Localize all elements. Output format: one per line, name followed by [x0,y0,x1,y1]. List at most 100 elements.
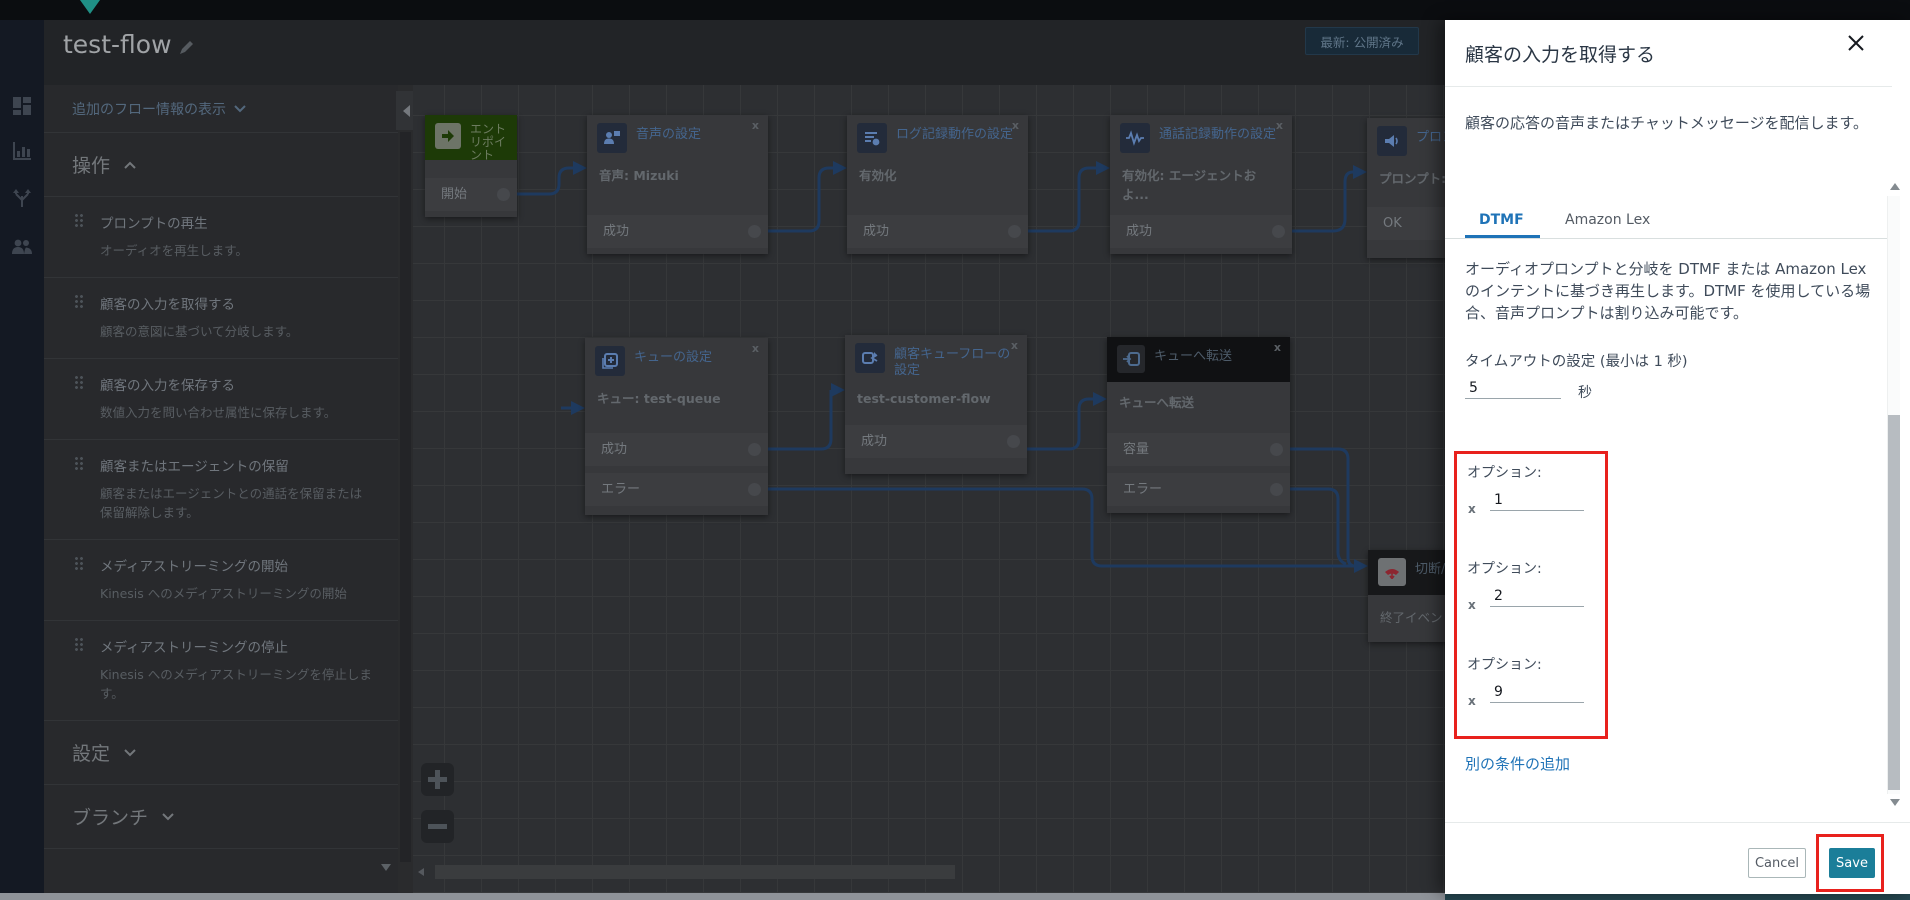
add-condition-link[interactable]: 別の条件の追加 [1465,755,1571,773]
sidebar-scrollbar[interactable] [398,85,413,893]
connector-port[interactable] [748,224,761,238]
connector-port[interactable] [1270,442,1283,456]
node-set-customer-queue-flow[interactable]: 顧客キューフローの設定 x test-customer-flow 成功 [845,335,1027,474]
block-title: 顧客の入力を保存する [100,378,235,394]
option-label: オプション: [1467,657,1542,673]
zoom-out-button[interactable] [421,810,454,843]
remove-option-button[interactable]: x [1468,598,1476,612]
zoom-in-button[interactable] [421,763,454,796]
node-output-ok[interactable]: OK [1367,207,1445,240]
drag-handle-icon[interactable] [74,294,83,309]
drag-handle-icon[interactable] [74,456,83,471]
drag-handle-icon[interactable] [74,213,83,228]
node-play-prompt[interactable]: プロン プロンプト: OK [1367,118,1445,258]
option-input-3[interactable] [1490,682,1584,703]
get-customer-input-panel: 顧客の入力を取得する 顧客の応答の音声またはチャットメッセージを配信します。 D… [1445,20,1910,894]
close-panel-icon[interactable] [1843,30,1869,56]
node-title: キューへ転送 [1154,349,1233,364]
block-title: メディアストリーミングの停止 [100,640,289,656]
browser-top-strip [0,0,1910,20]
node-output-label: エラー [1123,482,1163,497]
connector-port[interactable] [748,442,761,456]
sidebar-scrollbar-thumb[interactable] [400,132,411,862]
node-output-success[interactable]: 成功 [587,215,768,248]
cancel-button[interactable]: Cancel [1748,848,1806,878]
flow-header: test-flow 最新: 公開済み [44,20,1445,85]
canvas-hscrollbar-thumb[interactable] [435,865,955,879]
timeout-input[interactable] [1465,378,1561,399]
drag-handle-icon[interactable] [74,637,83,652]
show-flow-info-label: 追加のフロー情報の表示 [72,101,226,118]
block-start-media-streaming[interactable]: メディアストリーミングの開始 Kinesis へのメディアストリーミングの開始 [44,540,398,621]
blocks-sidebar: 追加のフロー情報の表示 操作 プロンプトの再生 オーディオを再生します。 顧客の… [44,85,398,893]
routing-icon[interactable] [11,188,33,210]
node-entry-point[interactable]: エントリポイント 開始 [425,115,517,217]
node-disconnect[interactable]: 切断/ 終了イベン [1368,550,1445,642]
option-label: オプション: [1467,465,1542,481]
node-close-button[interactable]: x [751,342,759,355]
node-output-error[interactable]: エラー [585,473,768,506]
metrics-icon[interactable] [11,140,33,162]
node-output-success[interactable]: 成功 [847,215,1028,248]
section-branch[interactable]: ブランチ [44,785,398,849]
canvas-scroll-left-icon[interactable] [418,868,424,876]
status-badge[interactable]: 最新: 公開済み [1305,27,1419,55]
panel-scrollbar[interactable] [1887,196,1900,794]
panel-scroll-down-icon[interactable] [1890,799,1900,806]
node-close-button[interactable]: x [1011,119,1019,132]
node-output-success[interactable]: 成功 [1110,215,1292,248]
save-button[interactable]: Save [1829,848,1875,878]
node-output-success[interactable]: 成功 [585,433,768,466]
block-get-customer-input[interactable]: 顧客の入力を取得する 顧客の意図に基づいて分岐します。 [44,278,398,359]
tab-amazon-lex[interactable]: Amazon Lex [1565,212,1651,228]
node-output-error[interactable]: エラー [1107,473,1290,506]
logging-gear-icon [857,123,887,153]
block-play-prompt[interactable]: プロンプトの再生 オーディオを再生します。 [44,197,398,278]
window-scrollbar[interactable] [0,893,1910,900]
drag-handle-icon[interactable] [74,375,83,390]
node-close-button[interactable]: x [1010,339,1018,352]
flow-title: test-flow [63,30,172,59]
node-output-capacity[interactable]: 容量 [1107,433,1290,466]
node-set-logging[interactable]: ログ記録動作の設定 x 有効化 成功 [847,115,1028,254]
connector-port[interactable] [1008,224,1021,238]
dashboard-icon[interactable] [11,95,33,117]
tab-dtmf[interactable]: DTMF [1479,212,1524,228]
node-transfer-to-queue[interactable]: キューへ転送 x キューへ転送 容量 エラー [1107,337,1290,513]
flow-canvas[interactable]: エントリポイント 開始 音声の設定 x 音声: Mizuki 成功 [413,85,1445,893]
panel-scrollbar-thumb[interactable] [1888,415,1900,790]
block-desc: オーディオを再生します。 [100,243,248,258]
node-set-voice[interactable]: 音声の設定 x 音声: Mizuki 成功 [587,115,768,254]
queue-flow-icon [855,343,885,373]
block-store-customer-input[interactable]: 顧客の入力を保存する 数値入力を問い合わせ属性に保存します。 [44,359,398,440]
node-close-button[interactable]: x [1275,119,1283,132]
show-flow-info-link[interactable]: 追加のフロー情報の表示 [44,85,398,133]
block-hold-customer-agent[interactable]: 顧客またはエージェントの保留 顧客またはエージェントとの通話を保留または保留解除… [44,440,398,540]
node-close-button[interactable]: x [1273,341,1281,354]
drag-handle-icon[interactable] [74,556,83,571]
sidebar-scroll-down-icon[interactable] [381,864,391,871]
node-set-queue[interactable]: キューの設定 x キュー: test-queue 成功 エラー [585,338,768,515]
connector-port[interactable] [748,482,761,496]
section-operations[interactable]: 操作 [44,133,398,197]
connector-port[interactable] [497,187,510,201]
node-close-button[interactable]: x [751,119,759,132]
node-output-start[interactable]: 開始 [425,178,517,211]
option-input-1[interactable] [1490,490,1584,511]
option-input-2[interactable] [1490,586,1584,607]
block-stop-media-streaming[interactable]: メディアストリーミングの停止 Kinesis へのメディアストリーミングを停止し… [44,621,398,721]
node-title: 通話記録動作の設定 [1159,127,1277,142]
connector-port[interactable] [1007,434,1020,448]
minus-icon [428,824,447,829]
collapse-sidebar-button[interactable] [396,91,417,130]
section-settings[interactable]: 設定 [44,721,398,785]
connector-port[interactable] [1272,224,1285,238]
edit-title-icon[interactable] [178,38,196,56]
node-set-call-recording[interactable]: 通話記録動作の設定 x 有効化: エージェントおよ... 成功 [1110,115,1292,254]
connector-port[interactable] [1270,482,1283,496]
remove-option-button[interactable]: x [1468,502,1476,516]
panel-scroll-up-icon[interactable] [1890,183,1900,190]
node-output-success[interactable]: 成功 [845,425,1027,458]
users-icon[interactable] [11,235,33,257]
remove-option-button[interactable]: x [1468,694,1476,708]
